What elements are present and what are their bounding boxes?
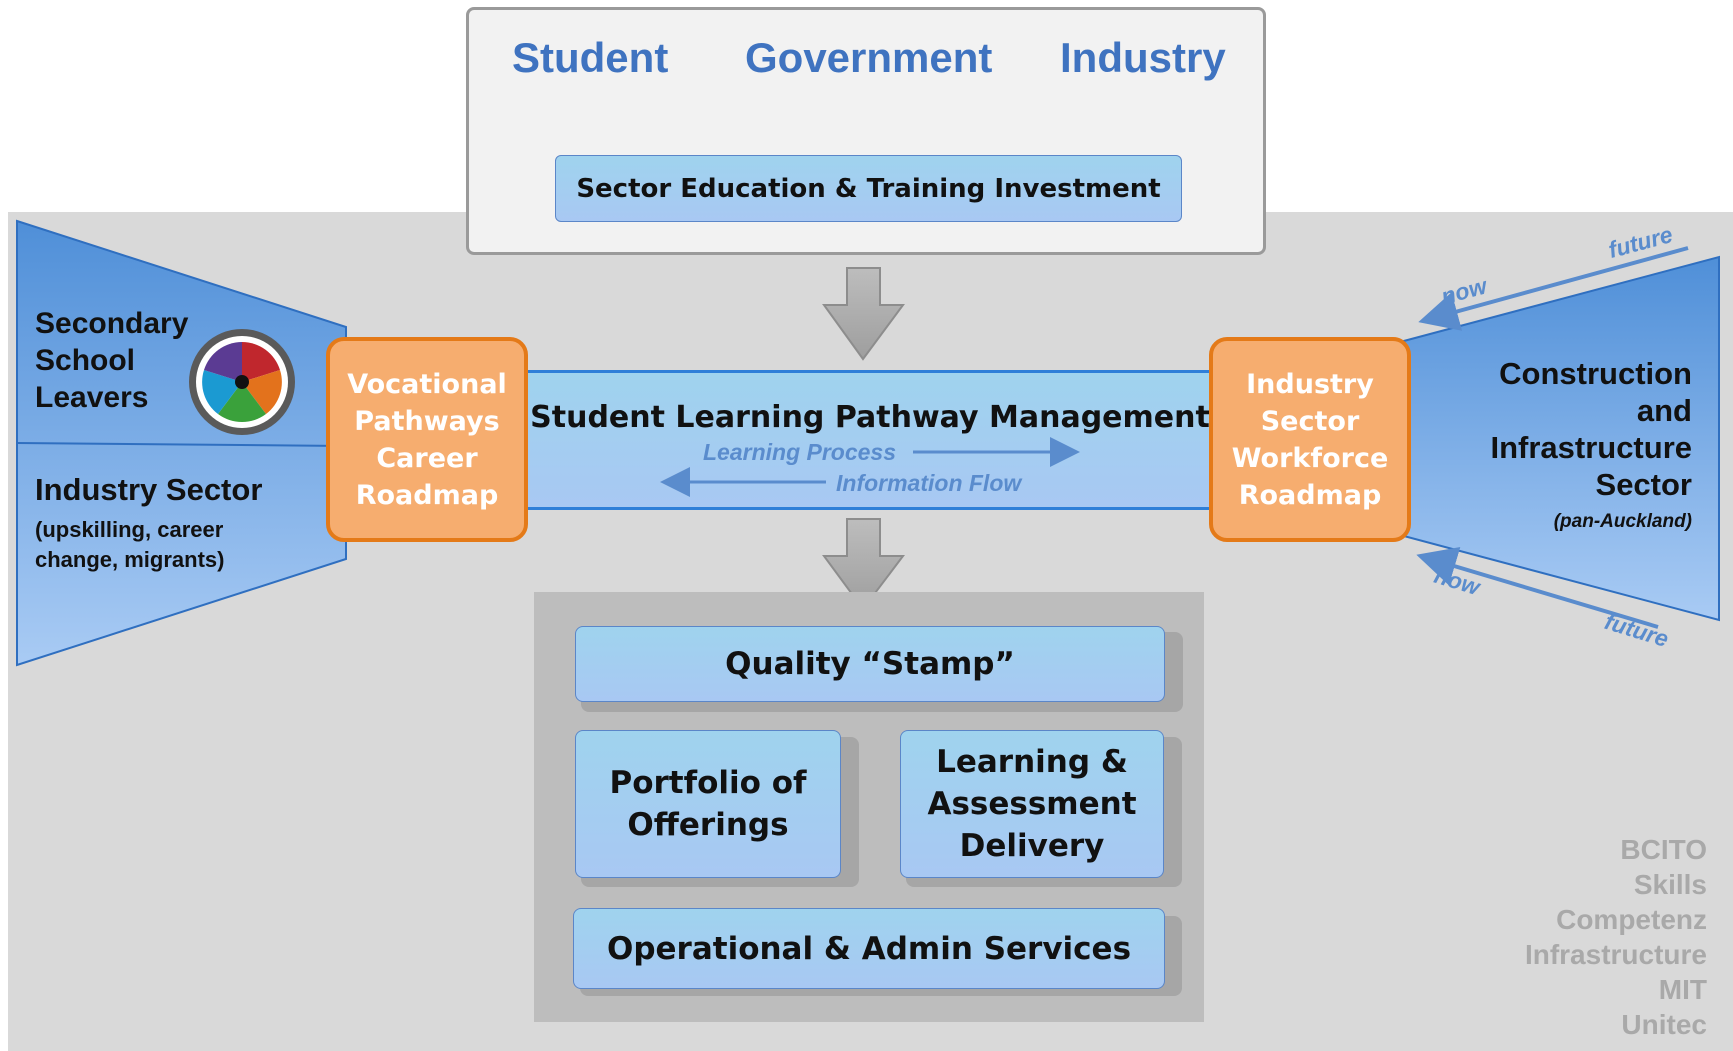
industry-sub-line: change, migrants) — [35, 547, 225, 572]
organisation-item: Unitec — [1621, 1009, 1707, 1040]
portfolio-line: Portfolio of — [609, 765, 807, 801]
down-arrow-top — [822, 267, 905, 361]
stakeholder-student: Student — [512, 34, 669, 81]
school-leavers-line: Secondary — [35, 307, 189, 340]
industry-roadmap-box: Industry Sector Workforce Roadmap — [1209, 337, 1411, 542]
portfolio-line: Offerings — [627, 807, 789, 843]
information-flow-label: Information Flow — [836, 470, 1022, 496]
organisation-item: Competenz — [1556, 904, 1707, 935]
stakeholder-industry: Industry — [1060, 34, 1226, 81]
sector-line: Infrastructure — [1490, 430, 1692, 465]
sector-line: and — [1636, 393, 1692, 428]
roadmap-line: Roadmap — [355, 479, 499, 511]
vocational-roadmap-box: Vocational Pathways Career Roadmap — [326, 337, 528, 542]
roadmap-line: Pathways — [354, 405, 500, 437]
industry-sector-label: Industry Sector — [35, 472, 263, 507]
learning-line: Learning & — [936, 744, 1128, 780]
industry-sector-sub: (upskilling, career change, migrants) — [35, 515, 224, 575]
roadmap-line: Workforce — [1231, 442, 1389, 474]
organisation-item: BCITO — [1620, 834, 1707, 865]
stakeholder-government: Government — [745, 34, 993, 81]
learning-process-label: Learning Process — [703, 439, 897, 465]
school-leavers-label: Secondary School Leavers — [35, 305, 188, 416]
top-now-future-arrow — [1418, 246, 1689, 331]
roadmap-line: Vocational — [347, 368, 507, 400]
roadmap-line: Sector — [1260, 405, 1360, 437]
roadmap-line: Roadmap — [1238, 479, 1382, 511]
left-funnel — [16, 219, 347, 667]
region-label: (pan-Auckland) — [1553, 511, 1692, 532]
pathway-title: Student Learning Pathway Management — [530, 400, 1210, 435]
organisation-item: Infrastructure — [1524, 939, 1707, 970]
sector-line: Sector — [1595, 467, 1692, 502]
learning-line: Delivery — [959, 828, 1105, 864]
school-leavers-line: School — [35, 344, 136, 377]
left-funnel-divider — [16, 442, 347, 447]
learning-line: Assessment — [927, 786, 1137, 822]
quality-stamp-box: Quality “Stamp” — [575, 626, 1165, 702]
investment-box: Sector Education & Training Investment — [555, 155, 1182, 222]
learning-assessment-box: Learning & Assessment Delivery — [900, 730, 1164, 878]
bottom-now-future-arrow — [1416, 547, 1659, 629]
organisation-item: Skills — [1633, 869, 1707, 900]
roadmap-line: Career — [376, 442, 478, 474]
school-leavers-line: Leavers — [35, 381, 149, 414]
roadmap-line: Industry — [1246, 368, 1374, 400]
industry-sub-line: (upskilling, career — [35, 517, 224, 542]
portfolio-box: Portfolio of Offerings — [575, 730, 841, 878]
pathway-bar — [520, 370, 1220, 510]
organisations-list: BCITO Skills Competenz Infrastructure MI… — [1525, 832, 1707, 1042]
construction-sector-label: Construction and Infrastructure Sector — [1490, 355, 1692, 503]
operational-box: Operational & Admin Services — [573, 908, 1165, 989]
down-arrow-bottom — [822, 518, 906, 611]
color-wheel-icon — [189, 329, 295, 435]
sector-line: Construction — [1499, 356, 1692, 391]
organisation-item: MIT — [1658, 974, 1707, 1005]
